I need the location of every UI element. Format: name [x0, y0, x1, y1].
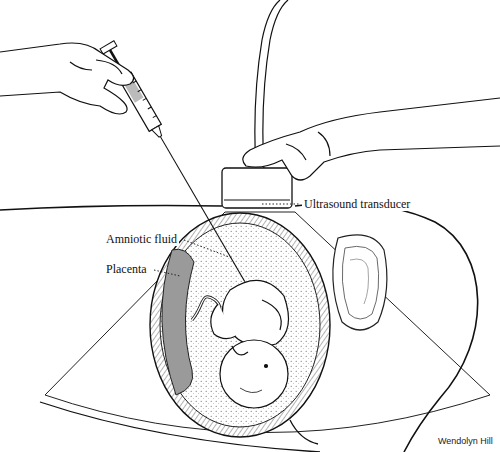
- right-hand: [243, 98, 500, 180]
- ultrasound-transducer: [222, 168, 292, 208]
- credit-text: Wendolyn Hill: [436, 436, 495, 447]
- uterus: [150, 213, 330, 444]
- part-label: Amniotic fluid: [104, 232, 179, 246]
- part-label: Placenta: [104, 262, 149, 276]
- placenta: [162, 249, 194, 395]
- left-hand: [0, 43, 134, 114]
- fetus: [211, 280, 289, 408]
- part-label: Ultrasound transducer: [302, 197, 412, 211]
- body-outline: [0, 203, 478, 452]
- ultrasound-fan: [45, 212, 490, 433]
- bladder: [333, 235, 387, 330]
